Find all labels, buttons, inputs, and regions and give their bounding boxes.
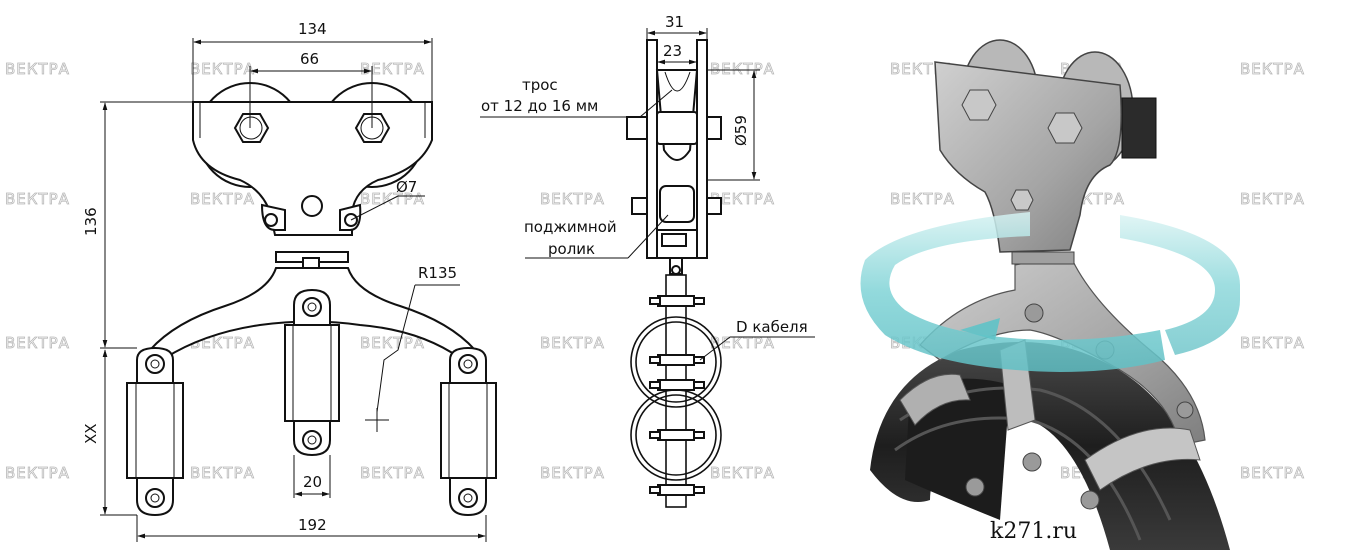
dim-inner: 23 <box>663 42 682 60</box>
watermark: ВЕКТРА <box>360 464 425 482</box>
center-hole <box>301 195 323 217</box>
label-cable-line2: от 12 до 16 мм <box>481 97 598 115</box>
site-label: k271.ru <box>990 519 1077 544</box>
watermark: ВЕКТРА <box>540 334 605 352</box>
dim-radius: R135 <box>418 264 457 282</box>
watermark: ВЕКТРА <box>1240 464 1305 482</box>
watermark: ВЕКТРА <box>5 190 70 208</box>
render-view: k271.ru <box>860 39 1240 550</box>
dim-hole: Ø7 <box>396 178 417 196</box>
rotation-arrow-icon <box>960 318 1000 340</box>
watermark: ВЕКТРА <box>710 60 775 78</box>
watermark: ВЕКТРА <box>710 334 775 352</box>
watermark: ВЕКТРА <box>360 334 425 352</box>
watermark: ВЕКТРА <box>1240 334 1305 352</box>
label-roller-line2: ролик <box>548 240 595 258</box>
front-view: 134 66 136 XX 20 192 Ø7 R135 <box>82 20 497 542</box>
watermark: ВЕКТРА <box>190 464 255 482</box>
watermark: ВЕКТРА <box>190 60 255 78</box>
watermark: ВЕКТРА <box>540 190 605 208</box>
clamp-center <box>284 288 340 457</box>
watermark: ВЕКТРА <box>1240 60 1305 78</box>
watermark: ВЕКТРА <box>190 190 255 208</box>
watermark: ВЕКТРА <box>360 60 425 78</box>
watermark: ВЕКТРА <box>890 190 955 208</box>
clamp-band-left <box>899 373 971 426</box>
watermark: ВЕКТРА <box>710 464 775 482</box>
clamp-right <box>440 346 497 517</box>
dim-height: 136 <box>82 207 100 236</box>
dim-wheel-diameter: Ø59 <box>732 115 750 146</box>
label-cable-diameter: D кабеля <box>736 318 808 336</box>
label-roller-line1: поджимной <box>524 218 617 236</box>
dim-outer: 31 <box>665 13 684 31</box>
cable-ring-upper <box>630 316 722 408</box>
watermark: ВЕКТРА <box>5 334 70 352</box>
dim-clamp-height: XX <box>82 423 100 444</box>
side-view: 31 23 Ø59 трос от 12 до 16 мм поджимной … <box>480 13 815 508</box>
clamp-left <box>126 346 184 517</box>
clamp-band-right <box>1084 427 1201 491</box>
render-bolt-left-icon <box>961 89 997 121</box>
watermark: ВЕКТРА <box>710 190 775 208</box>
label-cable-line1: трос <box>522 76 558 94</box>
rotation-ring-front <box>860 212 1165 372</box>
render-bolt-right-icon <box>1047 112 1083 144</box>
pressure-roller <box>659 185 695 223</box>
axle-bolt <box>626 116 648 140</box>
dim-width-top: 134 <box>298 20 327 38</box>
watermark: ВЕКТРА <box>1240 190 1305 208</box>
watermark: ВЕКТРА <box>5 60 70 78</box>
watermark: ВЕКТРА <box>540 464 605 482</box>
dim-clamp-width: 20 <box>303 473 322 491</box>
dim-total-width: 192 <box>298 516 327 534</box>
watermark: ВЕКТРА <box>5 464 70 482</box>
dim-wheel-spacing: 66 <box>300 50 319 68</box>
rotation-ring-back <box>1120 215 1240 355</box>
